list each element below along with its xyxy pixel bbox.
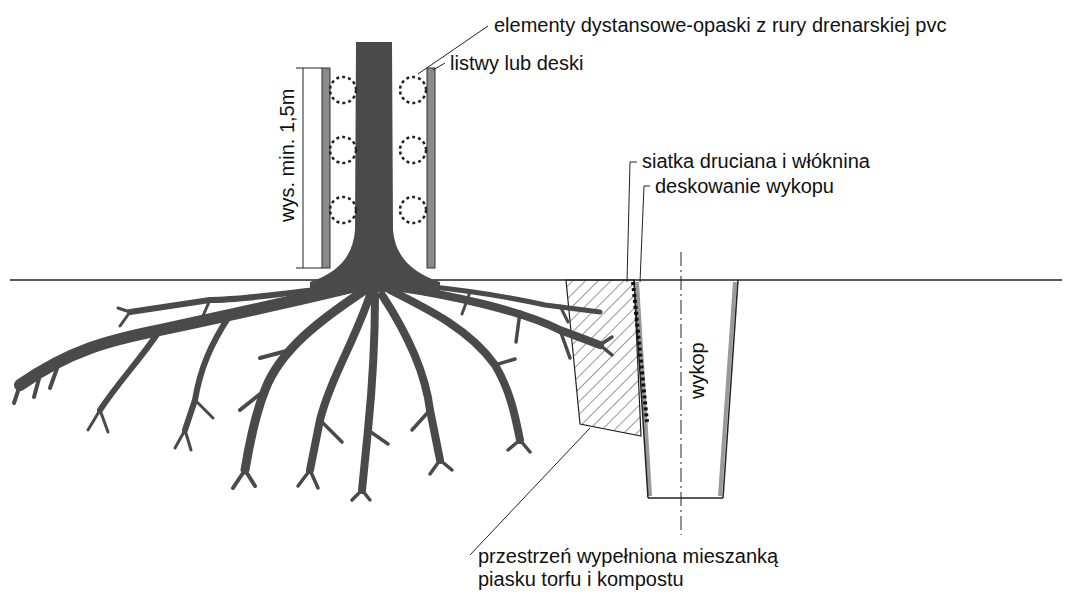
ground-line [10,279,1062,281]
dimension-label: wys. min. 1,5m [276,89,299,222]
fill-space [566,280,641,436]
leader-lines [418,26,650,555]
trench-label: wykop [686,342,709,399]
tree-trunk [310,42,440,292]
callout-text: elementy dystansowe-opaski z rury drenar… [494,14,946,37]
callout-text: listwy lub deski [450,52,583,75]
board [322,68,330,268]
callout-text: przestrzeń wypełniona mieszanką piasku t… [478,545,808,591]
centerline [681,252,682,535]
callout-text: deskowanie wykopu [655,175,834,198]
board [427,68,435,268]
callout-text: siatka druciana i włóknina [642,150,870,173]
dimension-line [296,68,322,268]
trench: wykop [628,280,740,502]
trench-outline [628,280,740,502]
spacer-rings [330,77,426,223]
roots [14,284,612,500]
